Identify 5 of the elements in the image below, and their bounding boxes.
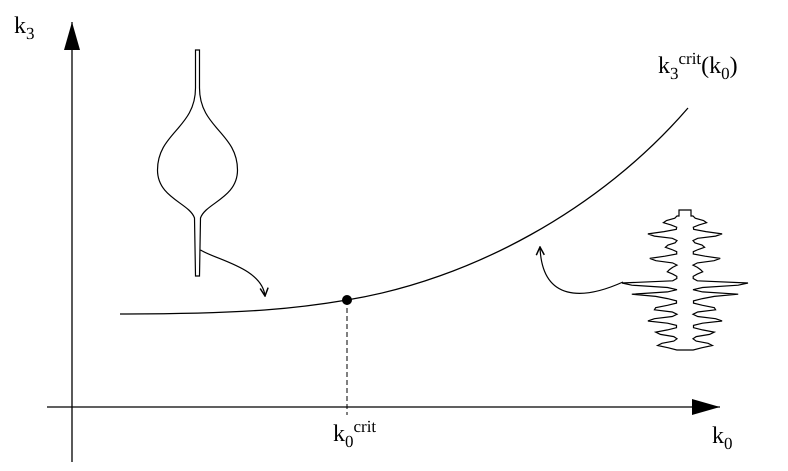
arrow xyxy=(536,246,624,294)
curve-label: k$_{3}$$^{crit}$(k$_{0}$) xyxy=(658,50,738,82)
arrow xyxy=(200,249,268,297)
axis-label: k$_{0}$ xyxy=(712,424,732,452)
axis-label: k$_{3}$ xyxy=(14,14,34,42)
